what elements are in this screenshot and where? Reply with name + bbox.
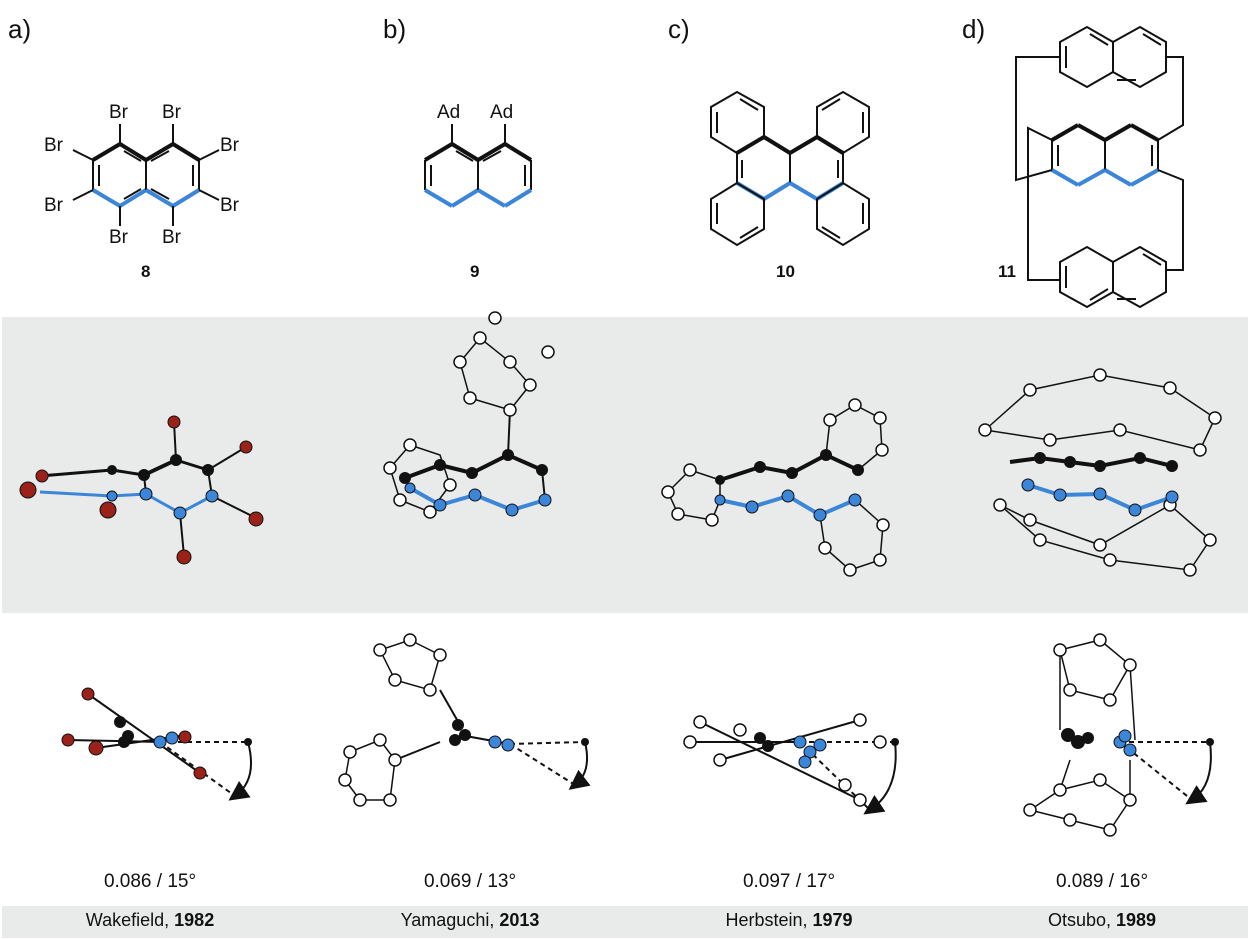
ad-label: Ad [490,102,513,123]
compound-number-8: 8 [141,262,151,281]
br-label: Br [162,227,182,248]
citation-author: Yamaguchi, [400,910,500,930]
side-view-10 [683,713,899,815]
br-label: Br [220,195,240,216]
citation-author: Herbstein, [725,910,813,930]
panel-letter-c: c) [668,14,690,44]
structure-8 [72,124,220,226]
citation-year: 2013 [499,910,540,930]
structure-9 [423,124,533,208]
br-label: Br [109,227,129,248]
metric-caption-8: 0.086 / 15° [103,871,197,892]
side-view-11 [1023,633,1214,837]
metric-caption-10: 0.097 / 17° [742,871,836,892]
structure-11 [1015,25,1184,309]
metric-caption-9: 0.069 / 13° [423,871,517,892]
compound-number-11: 11 [998,262,1016,281]
panel-letter-b: b) [383,14,407,44]
br-label: Br [220,135,240,156]
br-label: Br [44,195,64,216]
citation-year: 1979 [812,910,853,930]
ad-label: Ad [437,102,460,123]
crystal-view-10 [661,398,890,577]
citation-year: 1982 [174,910,215,930]
compound-number-9: 9 [470,262,480,281]
citation-band [2,906,1248,938]
br-label: Br [162,102,182,123]
compound-number-10: 10 [776,262,795,281]
side-view-9 [338,633,591,807]
panel-letter-a: a) [8,14,32,44]
citation-author: Otsubo, [1047,910,1116,930]
side-view-8 [61,687,252,801]
br-label: Br [44,135,64,156]
citation-8: Wakefield, 1982 [0,910,300,931]
citation-11: Otsubo, 1989 [952,910,1251,931]
citation-author: Wakefield, [85,910,175,930]
crystal-view-11 [978,368,1222,577]
crystal-view-9 [383,311,555,519]
structure-10 [710,90,870,247]
panel-letter-d: d) [962,14,986,44]
citation-9: Yamaguchi, 2013 [320,910,620,931]
citation-year: 1989 [1116,910,1157,930]
citation-10: Herbstein, 1979 [639,910,939,931]
crystal-view-8 [19,415,264,565]
br-label: Br [109,102,129,123]
metric-caption-11: 0.089 / 16° [1055,871,1149,892]
